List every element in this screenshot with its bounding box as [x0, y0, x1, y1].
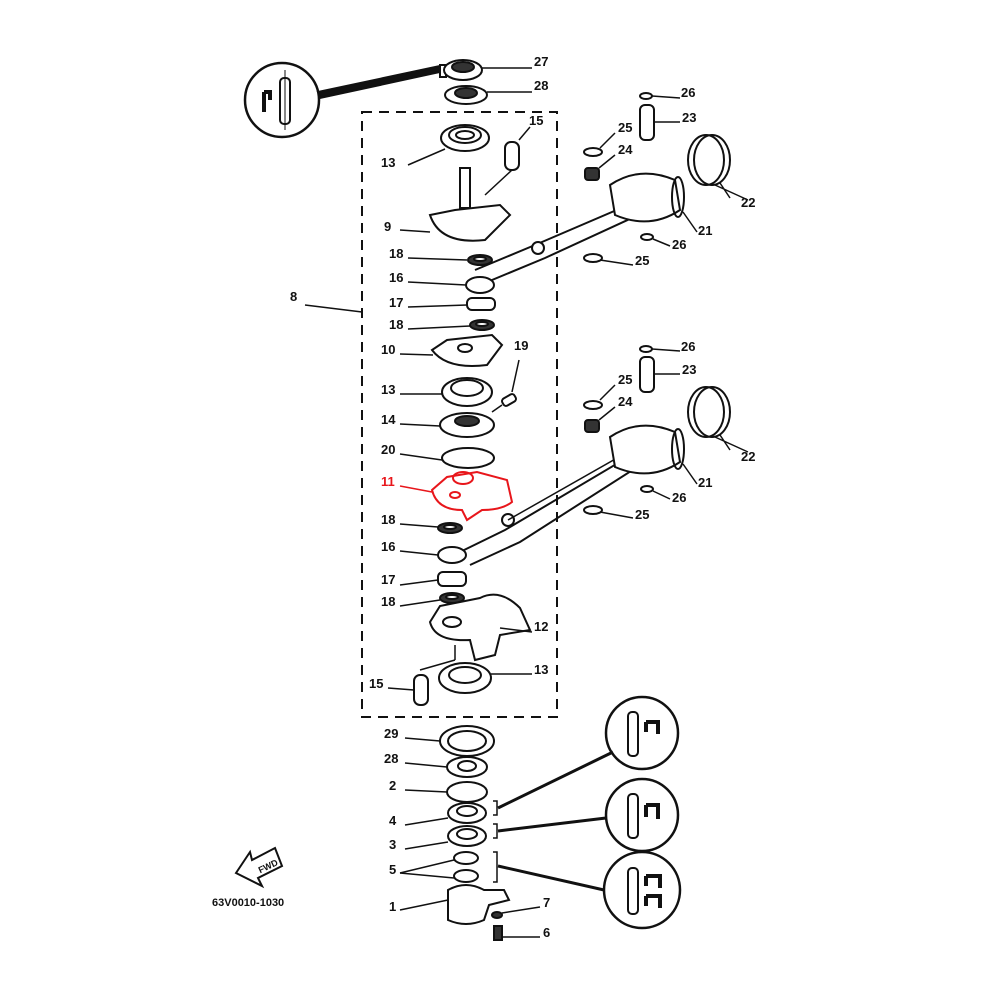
part-label-21b[interactable]: 21 — [698, 475, 713, 490]
part-label-22a[interactable]: 22 — [741, 195, 756, 210]
dowel-pin-15-b-icon — [387, 674, 429, 706]
part-label-20[interactable]: 20 — [381, 442, 396, 457]
part-label-15b[interactable]: 15 — [369, 676, 384, 691]
oil-seal-housing-28-icon — [444, 85, 532, 105]
sealant-callout-1-icon — [497, 695, 680, 810]
seal-3-icon — [404, 825, 487, 850]
crankshaft-web-10-icon — [399, 333, 504, 367]
part-label-10[interactable]: 10 — [381, 342, 396, 357]
part-label-22b[interactable]: 22 — [741, 449, 756, 464]
part-label-25c[interactable]: 25 — [618, 372, 633, 387]
sealant-callout-3-icon — [497, 850, 682, 930]
assembly-group-box — [361, 111, 558, 718]
washer-18-b-icon — [407, 319, 495, 331]
part-label-21a[interactable]: 21 — [698, 223, 713, 238]
washer-25-lower-icon — [583, 384, 634, 519]
part-label-6[interactable]: 6 — [543, 925, 551, 940]
part-label-12[interactable]: 12 — [534, 619, 549, 634]
pin-19-icon — [491, 359, 520, 413]
bearing-13-b-icon — [400, 377, 493, 407]
washer-18-c-icon — [399, 522, 463, 534]
bearing-13-c-icon — [438, 662, 532, 694]
piston-rings-22-upper-icon — [687, 134, 749, 201]
part-label-28a[interactable]: 28 — [534, 78, 549, 93]
gasket-29-icon — [404, 725, 495, 757]
part-label-23a[interactable]: 23 — [682, 110, 697, 125]
part-label-7[interactable]: 7 — [543, 895, 551, 910]
part-label-27[interactable]: 27 — [534, 54, 549, 69]
needle-bearing-17-a-icon — [407, 297, 496, 311]
part-label-26a[interactable]: 26 — [681, 85, 696, 100]
part-label-29[interactable]: 29 — [384, 726, 399, 741]
part-label-26d[interactable]: 26 — [672, 490, 687, 505]
seal-4-icon — [404, 802, 487, 826]
crankshaft-web-9-icon — [399, 167, 512, 242]
clip-26-upper-icon — [639, 92, 681, 247]
part-label-4[interactable]: 4 — [389, 813, 397, 828]
part-label-13b[interactable]: 13 — [381, 382, 396, 397]
bolt-6-icon — [493, 925, 540, 941]
big-end-16-a-icon — [407, 276, 495, 294]
washer-18-a-icon — [407, 254, 493, 266]
piston-21-upper-icon — [608, 172, 698, 233]
part-label-13c[interactable]: 13 — [534, 662, 549, 677]
part-label-18c[interactable]: 18 — [381, 512, 396, 527]
o-ring-2-icon — [404, 781, 488, 803]
part-label-11[interactable]: 11 — [381, 474, 395, 489]
seals-5-icon — [399, 851, 479, 883]
piston-pin-23-lower-icon — [639, 356, 680, 393]
part-label-18a[interactable]: 18 — [389, 246, 404, 261]
part-label-23b[interactable]: 23 — [682, 362, 697, 377]
part-label-14[interactable]: 14 — [381, 412, 396, 427]
big-end-16-b-icon — [399, 546, 467, 564]
part-label-17a[interactable]: 17 — [389, 295, 404, 310]
fwd-arrow-icon: FWD — [234, 846, 284, 889]
part-label-26b[interactable]: 26 — [672, 237, 687, 252]
crankshaft-web-12-icon — [419, 593, 533, 671]
lower-housing-1-icon — [399, 884, 511, 925]
part-label-13a[interactable]: 13 — [381, 155, 396, 170]
part-label-26c[interactable]: 26 — [681, 339, 696, 354]
part-label-16b[interactable]: 16 — [381, 539, 396, 554]
washer-25-upper-icon — [583, 132, 634, 266]
connecting-rod-upper-icon — [474, 199, 646, 286]
piston-rings-22-lower-icon — [687, 386, 749, 453]
bearing-13-icon — [407, 124, 490, 166]
part-label-25d[interactable]: 25 — [635, 507, 650, 522]
part-label-1[interactable]: 1 — [389, 899, 397, 914]
dowel-pin-15-icon — [484, 126, 531, 196]
part-label-25b[interactable]: 25 — [635, 253, 650, 268]
washer-7-icon — [491, 906, 541, 919]
part-label-24a[interactable]: 24 — [618, 142, 633, 157]
piston-pin-23-upper-icon — [639, 104, 680, 141]
crankshaft-web-11-highlighted-icon — [399, 470, 514, 522]
part-label-17b[interactable]: 17 — [381, 572, 396, 587]
part-label-16a[interactable]: 16 — [389, 270, 404, 285]
needle-bearing-24-lower-icon — [584, 406, 616, 433]
seal-14-icon — [399, 412, 495, 438]
piston-21-lower-icon — [608, 424, 698, 485]
part-label-18d[interactable]: 18 — [381, 594, 396, 609]
clip-26-lower-icon — [639, 345, 681, 500]
ring-20-icon — [399, 447, 495, 469]
needle-bearing-17-b-icon — [399, 571, 467, 587]
part-label-5[interactable]: 5 — [389, 862, 397, 877]
part-label-25a[interactable]: 25 — [618, 120, 633, 135]
part-label-28b[interactable]: 28 — [384, 751, 399, 766]
sealant-callout-top-icon — [243, 61, 441, 139]
sealant-callout-2-icon — [497, 777, 680, 853]
part-label-8[interactable]: 8 — [290, 289, 298, 304]
part-label-2[interactable]: 2 — [389, 778, 397, 793]
part-label-15a[interactable]: 15 — [529, 113, 544, 128]
drawing-code: 63V0010-1030 — [212, 897, 285, 909]
part-label-19[interactable]: 19 — [514, 338, 529, 353]
needle-bearing-24-upper-icon — [584, 154, 616, 181]
part-label-24b[interactable]: 24 — [618, 394, 633, 409]
oil-seal-27-icon — [439, 59, 532, 81]
part-label-3[interactable]: 3 — [389, 837, 397, 852]
housing-28-b-icon — [404, 756, 488, 778]
part-label-18b[interactable]: 18 — [389, 317, 404, 332]
part-label-9[interactable]: 9 — [384, 219, 392, 234]
